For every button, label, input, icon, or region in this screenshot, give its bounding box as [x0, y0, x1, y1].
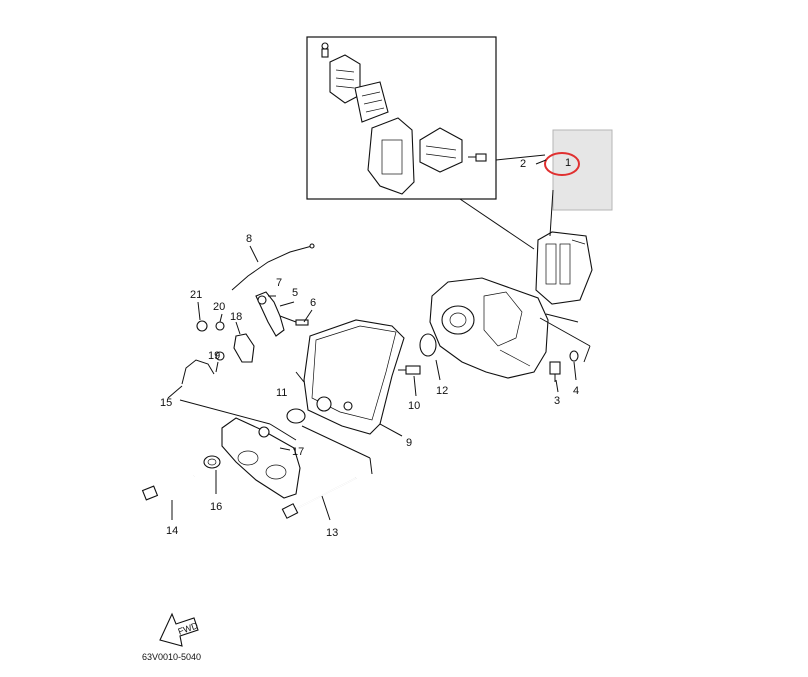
- callout-4: 4: [573, 385, 579, 397]
- diagram-code: 63V0010-5040: [142, 652, 201, 662]
- callout-10: 10: [408, 400, 420, 412]
- callout-18: 18: [230, 311, 242, 323]
- inset-detail-frame: [306, 36, 546, 250]
- carburetor-body: [429, 277, 549, 379]
- bolt-13: [281, 477, 357, 519]
- callout-6: 6: [310, 297, 316, 309]
- o-ring: [419, 333, 437, 357]
- lower-bracket: [221, 417, 301, 499]
- reed-block-inset: [419, 127, 463, 173]
- callout-3: 3: [554, 395, 560, 407]
- callout-2: 2: [520, 158, 526, 170]
- cap-11: [286, 408, 306, 424]
- callout-21: 21: [190, 289, 202, 301]
- callout-5: 5: [292, 287, 298, 299]
- callout-20: 20: [213, 301, 225, 313]
- screw-inset: [321, 42, 329, 58]
- callout-17: 17: [292, 446, 304, 458]
- reed-stopper-plate: [329, 54, 361, 104]
- callout-8: 8: [246, 233, 252, 245]
- intake-silencer: [303, 319, 405, 435]
- reed-valve-plate: [354, 81, 389, 123]
- callout-1: 1: [565, 157, 571, 169]
- reed-gasket: [367, 117, 415, 195]
- link-lever: [255, 291, 309, 337]
- callout-12: 12: [436, 385, 448, 397]
- grommet-16: [203, 455, 221, 469]
- bolt-3: [549, 361, 561, 382]
- throttle-rod-8: [231, 243, 315, 291]
- callout-13: 13: [326, 527, 338, 539]
- callout-15: 15: [160, 397, 172, 409]
- callout-16: 16: [210, 501, 222, 513]
- callout-19: 19: [208, 350, 220, 362]
- fwd-arrow-icon: FWD: [159, 612, 200, 647]
- callout-14: 14: [166, 525, 178, 537]
- bolt-14: [141, 475, 195, 501]
- callout-11: 11: [276, 387, 287, 399]
- reed-valve-assembly: [535, 189, 593, 305]
- callout-9: 9: [406, 437, 412, 449]
- washer-4: [569, 350, 579, 362]
- bolt-10: [398, 365, 421, 375]
- callout-7: 7: [276, 277, 282, 289]
- bolt-inset: [468, 153, 487, 162]
- part-1-highlight-box: [552, 129, 613, 211]
- leader-lines: [167, 159, 591, 521]
- hose-15: [181, 359, 215, 385]
- small-hardware: [196, 320, 255, 363]
- part-1-highlight-circle: [544, 152, 580, 176]
